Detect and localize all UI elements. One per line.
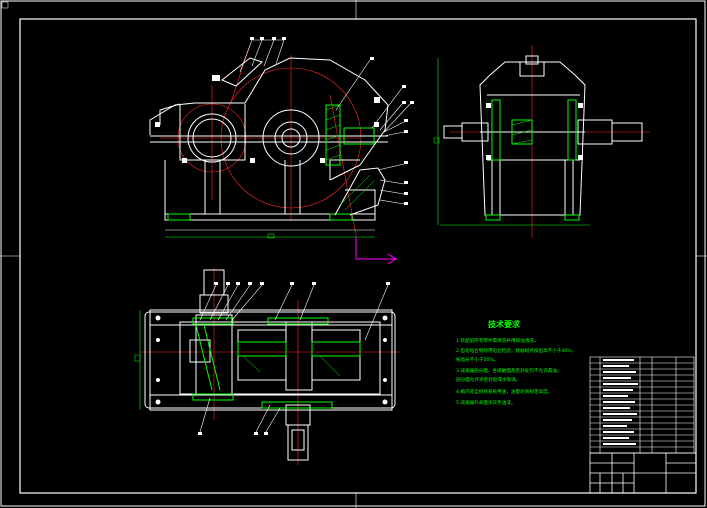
parts-list-cell-text	[603, 359, 634, 361]
side-view	[433, 45, 650, 238]
parts-list-cell-text	[603, 407, 630, 409]
tech-req-line: 剖分面允许涂密封胶或水玻璃。	[456, 376, 520, 383]
parts-list-cell-text	[603, 371, 636, 373]
parts-list-cell-text	[603, 419, 632, 421]
gear-bearing	[262, 109, 320, 167]
tech-requirements-title: 技术要求	[488, 319, 521, 329]
front-view	[149, 44, 389, 239]
parts-list-table	[589, 356, 695, 454]
pinion-bearing	[187, 113, 237, 163]
parts-list-cell-text	[603, 377, 631, 379]
top-view-leaders	[198, 282, 390, 435]
parts-list-cell-text	[603, 365, 629, 367]
parts-list-cell-text	[603, 389, 633, 391]
parts-list-cell-text	[603, 413, 637, 415]
parts-list-cell-text	[603, 401, 635, 403]
title-block	[589, 452, 697, 494]
top-view	[134, 268, 400, 465]
tech-req-line: 2.齿轮啮合侧隙用铅丝检验，接触斑点按齿高不小于40%，	[456, 347, 576, 354]
ucs-axis-icon	[355, 236, 397, 265]
front-view-leaders	[239, 37, 414, 205]
tech-req-line: 5.减速器外表面涂灰色油漆。	[456, 399, 516, 406]
oil-gauge	[334, 167, 386, 216]
parts-list-cell-text	[603, 437, 629, 439]
inspection-cover	[221, 57, 263, 87]
front-view-centerlines	[160, 44, 362, 236]
parts-list-cell-text	[603, 425, 627, 427]
parts-list-cell-text	[603, 443, 636, 445]
tech-req-line: 1.装配前所有零件需清洗并用煤油清洗。	[456, 337, 538, 344]
parts-list-cell-text	[603, 395, 628, 397]
tech-req-line: 按齿长不小于50%。	[456, 356, 498, 363]
tech-req-line: 3.减速器剖分面、各接触面及密封处均不允许漏油，	[456, 367, 561, 374]
top-housing-outline	[149, 309, 393, 411]
tech-req-line: 4.箱内装全损耗系统用油，油量达到规定高度。	[456, 388, 552, 395]
parts-list-cell-text	[603, 383, 638, 385]
tech-requirements: 技术要求 1.装配前所有零件需清洗并用煤油清洗。 2.齿轮啮合侧隙用铅丝检验，接…	[456, 319, 576, 406]
parts-list-cell-text	[603, 431, 634, 433]
